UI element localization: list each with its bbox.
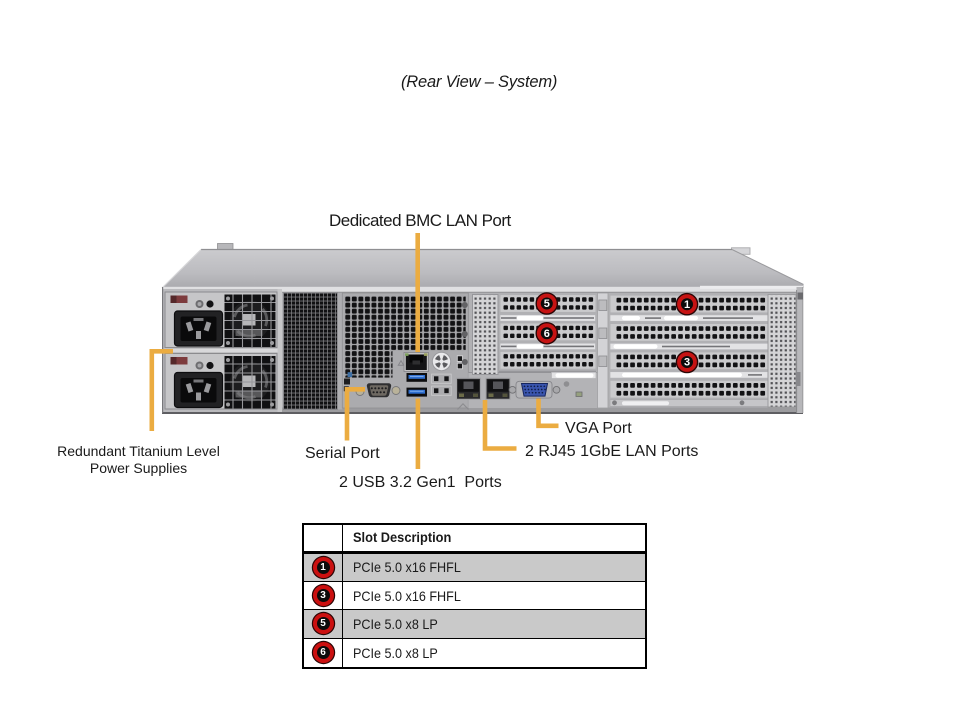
svg-text:5: 5 — [544, 298, 550, 310]
svg-text:3: 3 — [684, 357, 690, 369]
svg-text:6: 6 — [544, 328, 550, 340]
svg-text:1: 1 — [684, 299, 690, 311]
